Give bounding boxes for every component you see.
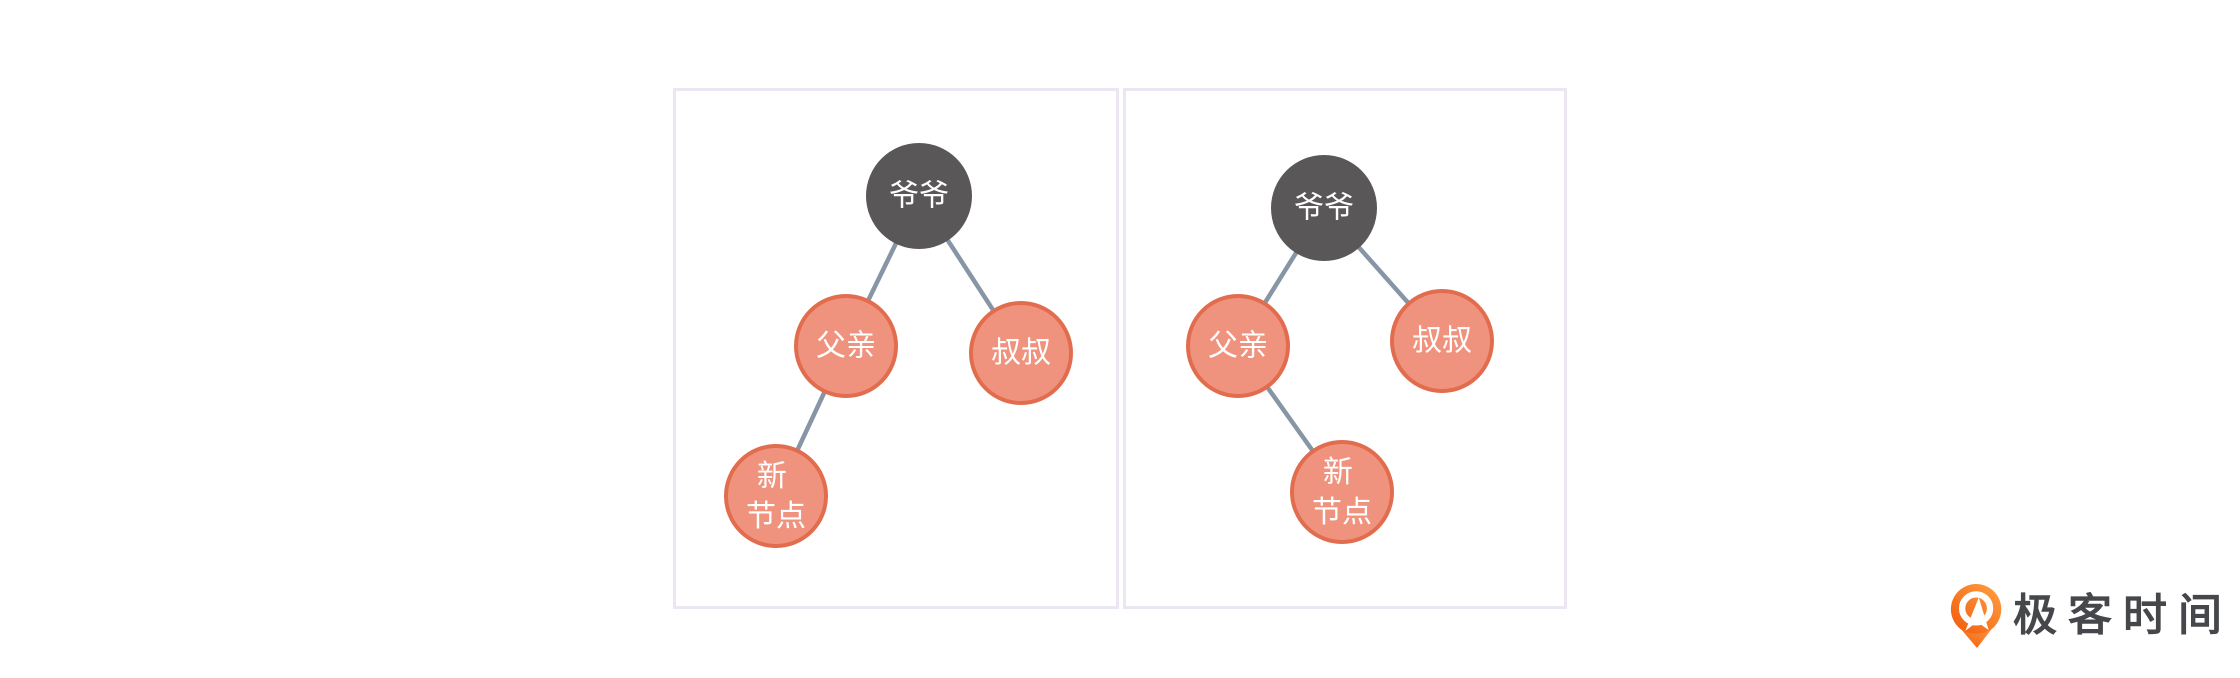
node-uncle-label: 叔叔 <box>991 337 1051 370</box>
node-new-node-circle <box>1290 440 1394 544</box>
node-uncle-circle <box>1390 289 1494 393</box>
node-grandfather-label: 爷爷 <box>1294 192 1354 225</box>
node-new-node: 新 节点 <box>1290 440 1394 544</box>
node-grandfather-circle <box>866 143 972 249</box>
node-father: 父亲 <box>1186 294 1290 398</box>
node-father-circle <box>1186 294 1290 398</box>
node-father: 父亲 <box>794 294 898 398</box>
node-uncle-circle <box>969 301 1073 405</box>
node-new-node-circle <box>724 444 828 548</box>
node-new-node-label-line1: 新 <box>1323 456 1353 489</box>
node-new-node-label-line1: 新 <box>757 460 787 493</box>
node-uncle: 叔叔 <box>1390 289 1494 393</box>
node-new-node-label: 新 节点 <box>746 460 806 533</box>
node-father-label: 父亲 <box>816 330 876 363</box>
node-grandfather-label: 爷爷 <box>889 180 949 213</box>
geektime-logo-text: 极客时间 <box>2013 591 2233 640</box>
node-uncle-label: 叔叔 <box>1412 325 1472 358</box>
node-new-node-label-line2: 节点 <box>746 500 806 533</box>
tree-panel-left: 爷爷 父亲 叔叔 新 节点 <box>673 88 1119 609</box>
node-grandfather-circle <box>1271 155 1377 261</box>
logo-arrow <box>1965 597 1989 631</box>
tree-left-svg: 爷爷 父亲 叔叔 新 节点 <box>724 143 1073 548</box>
node-father-circle <box>794 294 898 398</box>
node-new-node-label: 新 节点 <box>1312 456 1372 529</box>
node-new-node-label-line2: 节点 <box>1312 496 1372 529</box>
tree-right-svg: 爷爷 父亲 叔叔 新 节点 <box>1186 155 1494 544</box>
node-uncle: 叔叔 <box>969 301 1073 405</box>
node-grandfather: 爷爷 <box>866 143 972 249</box>
node-new-node: 新 节点 <box>724 444 828 548</box>
geektime-logo: 极客时间 <box>1950 582 2233 650</box>
tree-panel-right: 爷爷 父亲 叔叔 新 节点 <box>1123 88 1567 609</box>
node-father-label: 父亲 <box>1208 330 1268 363</box>
node-grandfather: 爷爷 <box>1271 155 1377 261</box>
geektime-logo-icon <box>1950 584 2002 648</box>
logo-pin-tail <box>1956 623 1996 648</box>
